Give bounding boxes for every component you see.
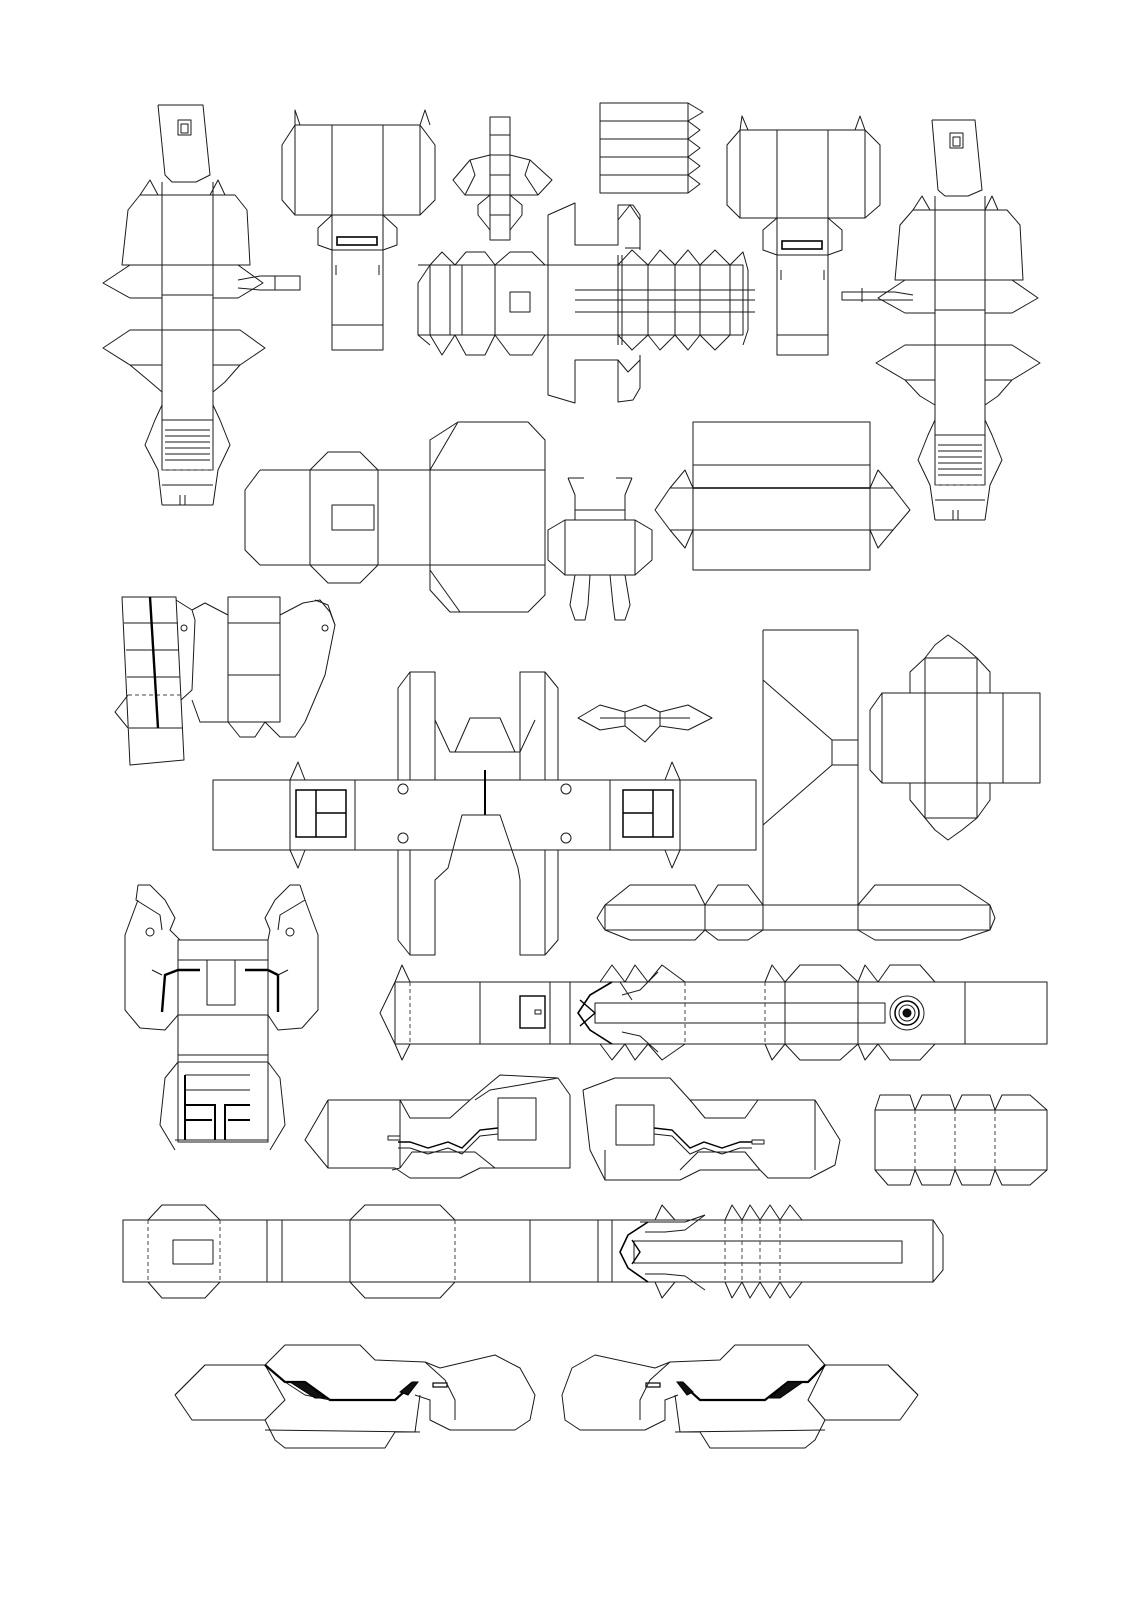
claw-right-piece	[582, 1077, 841, 1181]
waist-clip-piece	[547, 477, 653, 621]
cross-box-right-piece	[869, 634, 1041, 841]
hip-frame-large-piece	[212, 671, 757, 956]
leg-left-long-piece	[102, 104, 301, 506]
leg-right-long-piece	[841, 119, 1041, 521]
head-block-left-piece	[281, 109, 436, 351]
box-strip-small-piece	[874, 1094, 1048, 1186]
tall-arm-panel-piece	[596, 629, 996, 941]
long-strip-bottom-piece	[122, 1204, 944, 1299]
fin-strip-top-piece	[599, 102, 704, 194]
wing-bottom-left-piece	[174, 1344, 536, 1449]
chest-box-piece	[244, 421, 546, 613]
head-block-right-piece	[726, 115, 881, 356]
shoulder-small-center-piece	[452, 116, 553, 241]
claw-left-piece	[304, 1074, 571, 1179]
arm-strip-eye-piece	[379, 964, 1048, 1061]
folded-strip-left-piece	[114, 596, 336, 766]
wing-bottom-right-piece	[561, 1344, 919, 1449]
plate-box-right-piece	[654, 421, 911, 571]
torso-cross-top-piece	[417, 202, 755, 404]
hand-frame-left-piece	[124, 884, 319, 1151]
bow-tab-piece	[577, 704, 713, 743]
